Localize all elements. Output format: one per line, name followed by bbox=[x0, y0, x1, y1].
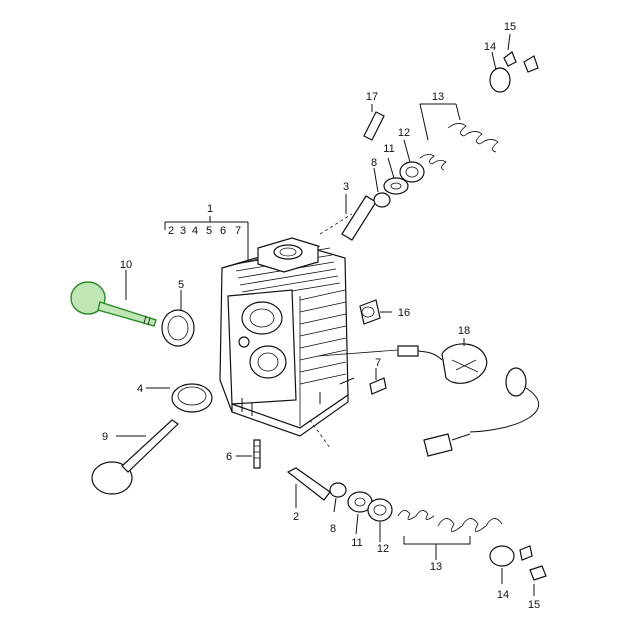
callout-5: 5 bbox=[178, 279, 184, 291]
callout-4: 4 bbox=[137, 383, 143, 395]
spring-washer-upper[interactable] bbox=[383, 177, 409, 195]
callout-15-top: 15 bbox=[504, 21, 516, 33]
callout-13-top: 13 bbox=[432, 91, 444, 103]
callout-1-sub-4: 4 bbox=[192, 225, 198, 237]
guide-bushing[interactable] bbox=[359, 299, 381, 325]
stud[interactable] bbox=[253, 439, 261, 469]
callout-6: 6 bbox=[226, 451, 232, 463]
dowel-pin[interactable] bbox=[363, 111, 385, 141]
callout-1: 1 bbox=[207, 203, 213, 215]
callout-13-bottom: 13 bbox=[430, 561, 442, 573]
shim-lower[interactable] bbox=[367, 498, 393, 522]
sleeve[interactable] bbox=[369, 377, 387, 395]
callout-1-sub-6: 6 bbox=[220, 225, 226, 237]
callout-9: 9 bbox=[102, 431, 108, 443]
intake-valve[interactable] bbox=[91, 419, 179, 495]
shim-upper[interactable] bbox=[399, 161, 425, 183]
callout-1-sub-5: 5 bbox=[206, 225, 212, 237]
cylinder-head[interactable] bbox=[219, 237, 355, 437]
callout-18: 18 bbox=[458, 325, 470, 337]
callout-14-bottom: 14 bbox=[497, 589, 509, 601]
callout-1-sub-2: 2 bbox=[168, 225, 174, 237]
valve-keepers-top[interactable] bbox=[503, 51, 539, 73]
valve-guide-upper[interactable] bbox=[341, 195, 377, 241]
exhaust-valve-highlighted[interactable] bbox=[70, 281, 157, 327]
callout-2: 2 bbox=[293, 511, 299, 523]
spring-retainer-lower[interactable] bbox=[489, 545, 515, 567]
valve-seat-ring[interactable] bbox=[161, 309, 195, 347]
valve-keeper-upper[interactable] bbox=[373, 192, 391, 208]
callout-1-sub-3: 3 bbox=[180, 225, 186, 237]
callout-10: 10 bbox=[120, 259, 132, 271]
callout-8-bottom: 8 bbox=[330, 523, 336, 535]
spring-retainer-upper[interactable] bbox=[489, 67, 511, 93]
callout-14-top: 14 bbox=[484, 41, 496, 53]
valve-springs-upper[interactable] bbox=[419, 123, 499, 171]
callout-7: 7 bbox=[375, 357, 381, 369]
leader-lines bbox=[116, 33, 535, 596]
valve-seat-ring-lower[interactable] bbox=[171, 383, 213, 413]
callout-labels: 1 2 3 4 5 6 7 10 5 4 9 6 2 8 11 12 13 14… bbox=[102, 21, 540, 611]
valve-keeper-lower[interactable] bbox=[329, 482, 347, 498]
callout-17: 17 bbox=[366, 91, 378, 103]
callout-12-bottom: 12 bbox=[377, 543, 389, 555]
valve-guide-lower[interactable] bbox=[286, 467, 331, 501]
temperature-sensor[interactable] bbox=[317, 343, 540, 457]
callout-8-top: 8 bbox=[371, 157, 377, 169]
callout-3: 3 bbox=[343, 181, 349, 193]
valve-springs-lower[interactable] bbox=[397, 510, 503, 532]
callout-16: 16 bbox=[398, 307, 410, 319]
callout-12-top: 12 bbox=[398, 127, 410, 139]
callout-11-bottom: 11 bbox=[351, 537, 362, 549]
valve-keepers-bottom[interactable] bbox=[519, 545, 547, 581]
callout-1-sub-7: 7 bbox=[235, 225, 241, 237]
callout-15-bottom: 15 bbox=[528, 599, 540, 611]
callout-11-top: 11 bbox=[383, 143, 394, 155]
